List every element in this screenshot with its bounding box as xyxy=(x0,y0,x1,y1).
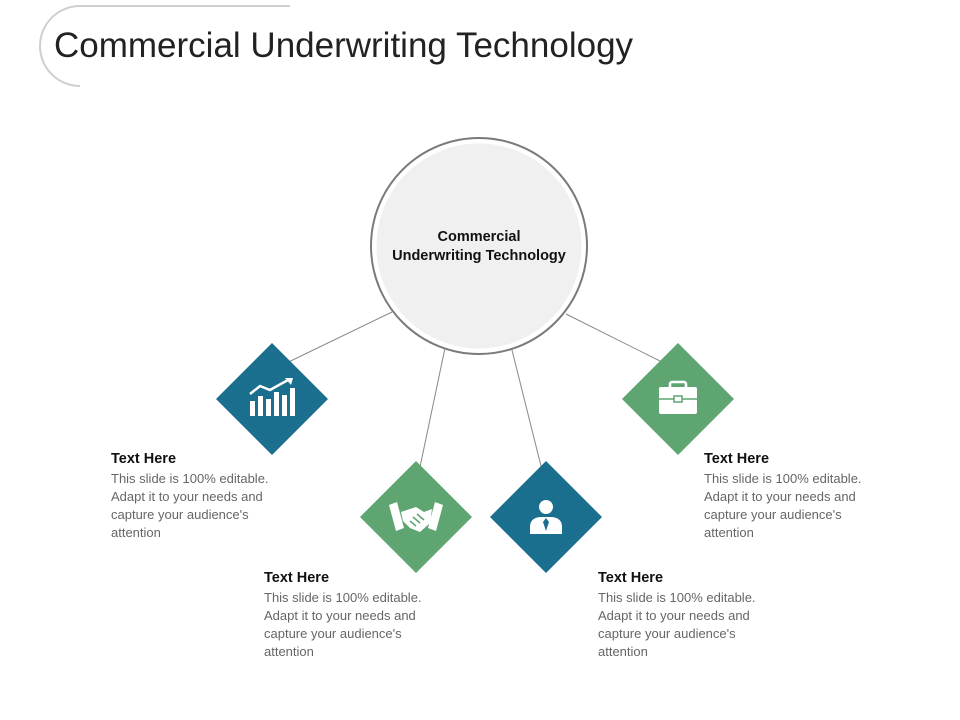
diamond-node-4 xyxy=(622,343,734,455)
connector-line-1 xyxy=(271,311,393,371)
text-block-body: This slide is 100% editable. Adapt it to… xyxy=(704,471,862,540)
text-block-1: Text Here This slide is 100% editable. A… xyxy=(111,450,286,542)
diamond-node-3 xyxy=(490,461,602,573)
connector-line-2 xyxy=(415,347,446,487)
diamond-shape xyxy=(216,343,328,455)
center-circle xyxy=(373,140,585,352)
text-block-heading: Text Here xyxy=(598,570,664,586)
slide-title: Commercial Underwriting Technology xyxy=(54,26,634,65)
text-block-3: Text Here This slide is 100% editable. A… xyxy=(598,569,773,661)
center-circle-outline xyxy=(370,137,588,355)
connector-line-3 xyxy=(511,349,547,487)
user-icon xyxy=(530,500,562,534)
connector-line-4 xyxy=(565,313,679,371)
text-block-body: This slide is 100% editable. Adapt it to… xyxy=(598,590,756,659)
text-block-2: Text Here This slide is 100% editable. A… xyxy=(264,569,439,661)
text-block-heading: Text Here xyxy=(111,451,177,467)
center-label: Commercial Underwriting Technology xyxy=(372,228,586,266)
center-label-line-2: Underwriting Technology xyxy=(392,248,566,264)
bar-chart-icon xyxy=(249,378,295,416)
text-block-heading: Text Here xyxy=(704,451,770,467)
title-arc-decoration xyxy=(39,5,290,87)
text-block-body: This slide is 100% editable. Adapt it to… xyxy=(264,590,422,659)
diamond-node-2 xyxy=(360,461,472,573)
text-block-4: Text Here This slide is 100% editable. A… xyxy=(704,450,879,542)
text-block-body: This slide is 100% editable. Adapt it to… xyxy=(111,471,269,540)
briefcase-icon xyxy=(659,380,697,414)
diamond-node-1 xyxy=(216,343,328,455)
handshake-icon xyxy=(389,502,443,532)
center-label-line-1: Commercial xyxy=(437,229,521,245)
text-block-heading: Text Here xyxy=(264,570,330,586)
